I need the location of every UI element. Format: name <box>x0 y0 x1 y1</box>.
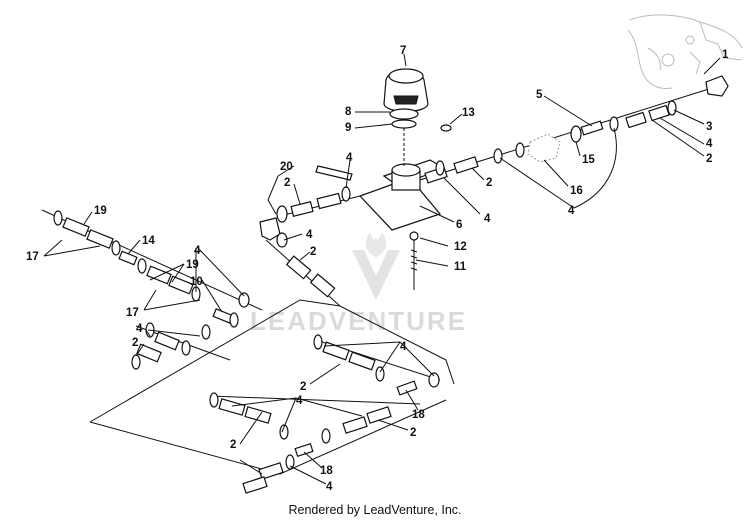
engine-outline <box>627 14 743 89</box>
callout-18: 18 <box>412 409 425 421</box>
callout-18: 18 <box>320 465 333 477</box>
callout-7: 7 <box>400 45 406 57</box>
callout-10: 10 <box>190 276 203 288</box>
callout-numbers: 1 2 3 4 5 7 8 9 13 15 16 4 2 4 20 2 4 6 … <box>26 45 729 493</box>
callout-9: 9 <box>345 122 351 134</box>
grommet <box>570 125 582 143</box>
fuel-filter <box>527 133 561 163</box>
callout-4: 4 <box>326 481 333 493</box>
callout-1: 1 <box>722 49 729 61</box>
fuel-elbow <box>705 75 729 97</box>
hose-section <box>648 104 670 122</box>
callout-14: 14 <box>142 235 155 247</box>
callout-4: 4 <box>568 205 575 217</box>
callout-2: 2 <box>410 427 416 439</box>
callout-3: 3 <box>706 121 712 133</box>
hose-clamp <box>609 116 619 132</box>
callout-2: 2 <box>486 177 492 189</box>
callout-20: 20 <box>280 161 293 173</box>
callout-17: 17 <box>26 251 39 263</box>
callout-4: 4 <box>296 395 303 407</box>
callout-4: 4 <box>706 138 713 150</box>
callout-4: 4 <box>400 341 407 353</box>
callout-5: 5 <box>536 89 543 101</box>
callout-19: 19 <box>186 259 199 271</box>
callout-4: 4 <box>346 152 353 164</box>
callout-4: 4 <box>136 323 143 335</box>
upper-fuel-line <box>419 75 729 181</box>
callout-6: 6 <box>456 219 462 231</box>
callout-2: 2 <box>230 439 236 451</box>
fuel-pickup-assembly <box>315 68 452 290</box>
callout-2: 2 <box>132 337 138 349</box>
callout-16: 16 <box>570 185 583 197</box>
footer-credit: Rendered by LeadVenture, Inc. <box>288 503 461 517</box>
leadventure-watermark: LEADVENTURE <box>250 232 467 336</box>
callout-4: 4 <box>194 245 201 257</box>
watermark-text: LEADVENTURE <box>250 306 467 336</box>
hose-section <box>625 111 647 129</box>
callout-4: 4 <box>484 213 491 225</box>
watermark-logo <box>352 232 400 300</box>
fuel-fitting <box>580 120 604 136</box>
hose-clamp <box>667 100 677 116</box>
callout-12: 12 <box>454 241 467 253</box>
callout-17: 17 <box>126 307 139 319</box>
callout-2: 2 <box>706 153 712 165</box>
callout-11: 11 <box>454 261 467 273</box>
callout-2: 2 <box>310 246 316 258</box>
callout-19: 19 <box>94 205 107 217</box>
callout-2: 2 <box>300 381 306 393</box>
hose-section <box>453 156 479 174</box>
hose-clamp <box>515 142 525 158</box>
callout-15: 15 <box>582 154 595 166</box>
callout-2: 2 <box>284 177 290 189</box>
hose-clamp <box>493 148 503 164</box>
leader-lines <box>43 53 721 485</box>
lower-hose-assembly <box>209 334 441 494</box>
callout-4: 4 <box>306 229 313 241</box>
callout-8: 8 <box>345 106 352 118</box>
callout-13: 13 <box>462 107 475 119</box>
